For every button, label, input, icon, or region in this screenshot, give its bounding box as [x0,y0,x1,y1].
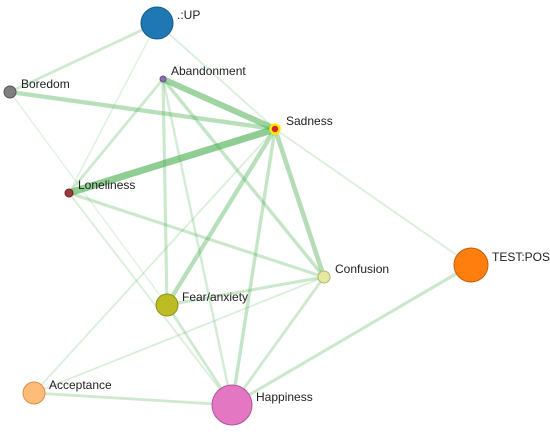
node-label-abandonment: Abandonment [171,64,246,78]
node-label-loneliness: Loneliness [78,178,135,192]
node-label-sadness: Sadness [286,114,333,128]
node-circle-acceptance[interactable] [22,381,46,405]
node-circle-loneliness[interactable] [64,188,74,198]
edge-sadness-acceptance [33,128,276,394]
node-circle-testpost[interactable] [453,247,489,283]
edge-up-loneliness [68,22,158,194]
node-label-testpost: TEST:POST [492,250,550,264]
edge-boredom-fear [9,91,168,306]
edge-boredom-sadness [7,89,278,132]
edge-sadness-loneliness [65,125,279,197]
node-abandonment[interactable]: Abandonment [159,64,246,83]
nodes-layer: .:UP Boredom AbandonmentSadnessLonelinessC… [3,6,550,426]
node-label-fear: Fear/anxiety [182,290,248,304]
edge-testpost-happiness [230,263,473,407]
node-fear[interactable]: Fear/anxiety [155,290,248,317]
edge-confusion-fear [165,275,326,307]
node-label-happiness: Happiness [256,390,313,404]
edge-sadness-testpost [274,128,472,266]
edge-sadness-happiness [230,127,277,407]
edge-up-boredom [8,21,159,94]
node-acceptance[interactable]: Acceptance [22,378,112,405]
node-circle-sadness[interactable] [269,123,281,135]
edge-up-sadness [156,22,276,130]
edge-abandonment-happiness [161,77,234,407]
node-circle-fear[interactable] [155,293,179,317]
node-up[interactable]: .:UP [140,6,200,40]
node-circle-boredom[interactable] [3,85,17,99]
node-testpost[interactable]: TEST:POST [453,247,550,283]
edge-abandonment-sadness [159,75,279,133]
edge-confusion-happiness [230,275,326,407]
edge-acceptance-happiness [32,391,234,407]
edge-loneliness-confusion [67,191,326,279]
node-label-acceptance: Acceptance [49,378,112,392]
node-circle-up[interactable] [140,6,174,40]
node-label-up: .:UP [177,8,200,22]
node-circle-confusion[interactable] [317,270,331,284]
node-confusion[interactable]: Confusion [317,262,389,284]
node-label-confusion: Confusion [335,262,389,276]
edges-layer [7,21,473,407]
edge-abandonment-loneliness [67,77,165,195]
edge-abandonment-confusion [161,77,326,279]
edge-abandonment-fear [161,77,169,307]
node-label-boredom: Boredom [21,77,70,91]
edge-loneliness-happiness [68,192,233,406]
edge-sadness-confusion [272,126,327,280]
node-circle-happiness[interactable] [211,384,253,426]
node-boredom[interactable]: Boredom [3,77,70,99]
node-happiness[interactable]: Happiness [211,384,313,426]
node-circle-abandonment[interactable] [159,75,167,83]
node-loneliness[interactable]: Loneliness [64,178,135,198]
node-sadness[interactable]: Sadness [269,114,333,135]
edge-confusion-acceptance [33,276,325,394]
edge-sadness-fear [164,126,278,308]
